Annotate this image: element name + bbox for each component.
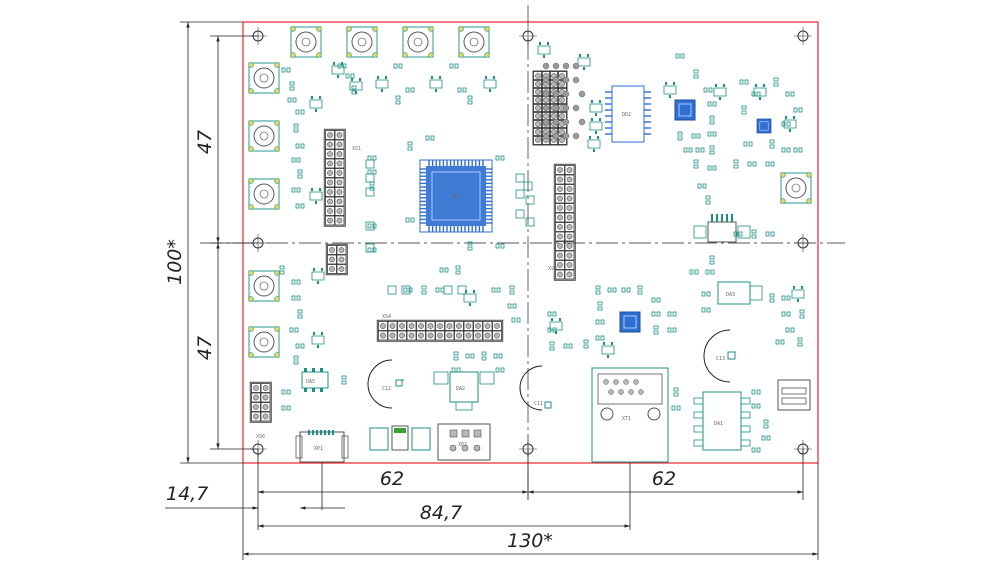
da3-label: DA3 (726, 292, 735, 298)
header-xs2 (532, 70, 568, 146)
header-xs3 (553, 163, 576, 281)
xt1-label: XT1 (622, 416, 631, 422)
cpu-chip: DD1 (419, 159, 493, 233)
dim-width-total: 130* (507, 530, 553, 552)
c12-label: C12 (382, 386, 391, 392)
regulator-da3: DA3 (717, 281, 763, 305)
c13-label: C13 (716, 356, 725, 362)
da2-label: DA2 (456, 386, 465, 392)
dim-span-left: 62 (380, 468, 404, 490)
xp1-label: XP1 (314, 446, 323, 452)
regulator-da2: DA2 (433, 371, 495, 411)
sot-components (309, 41, 805, 359)
ic-dd2: DD2 (605, 85, 651, 143)
da5-label: DA5 (306, 379, 315, 385)
dim-height-total: 100* (164, 239, 186, 285)
qfn-chips (619, 99, 772, 333)
dimension-lines (165, 21, 819, 560)
relay-da1: DA1 (693, 391, 751, 451)
connector-top-right (693, 214, 751, 243)
dim-height-upper: 47 (194, 130, 216, 154)
xs3-label: XS3 (548, 266, 557, 272)
power-connector-xp2: XP2 (437, 423, 491, 461)
xp2-label: XP2 (458, 442, 467, 448)
center-lines (200, 5, 845, 500)
xs4-label: XS4 (382, 314, 391, 320)
header-xs6 (249, 381, 272, 423)
usb-connector-xp1: XP1 (295, 430, 349, 463)
header-xs4 (376, 319, 504, 342)
board-outline (242, 21, 819, 464)
da1-label: DA1 (714, 421, 723, 427)
opto-da5: DA5 (301, 368, 329, 392)
header-small (325, 243, 348, 276)
dim-offset-left: 14,7 (166, 483, 208, 505)
dd2-label: DD2 (622, 112, 631, 118)
xs1-label: XS1 (352, 146, 361, 152)
dim-span-mid: 84,7 (420, 502, 462, 524)
header-xs1 (323, 128, 346, 227)
cpu-label: DD1 (452, 194, 461, 200)
c11-label: C11 (534, 401, 543, 407)
ethernet-jack: XT1 (591, 367, 669, 463)
diode-vd1 (369, 425, 431, 451)
via-pads (365, 62, 586, 295)
encoders (248, 26, 812, 358)
dim-height-lower: 47 (194, 336, 216, 360)
dim-span-right: 62 (652, 468, 676, 490)
inductor-right (777, 379, 811, 411)
xs6-label: XS6 (256, 434, 265, 440)
capacitors (367, 329, 736, 411)
